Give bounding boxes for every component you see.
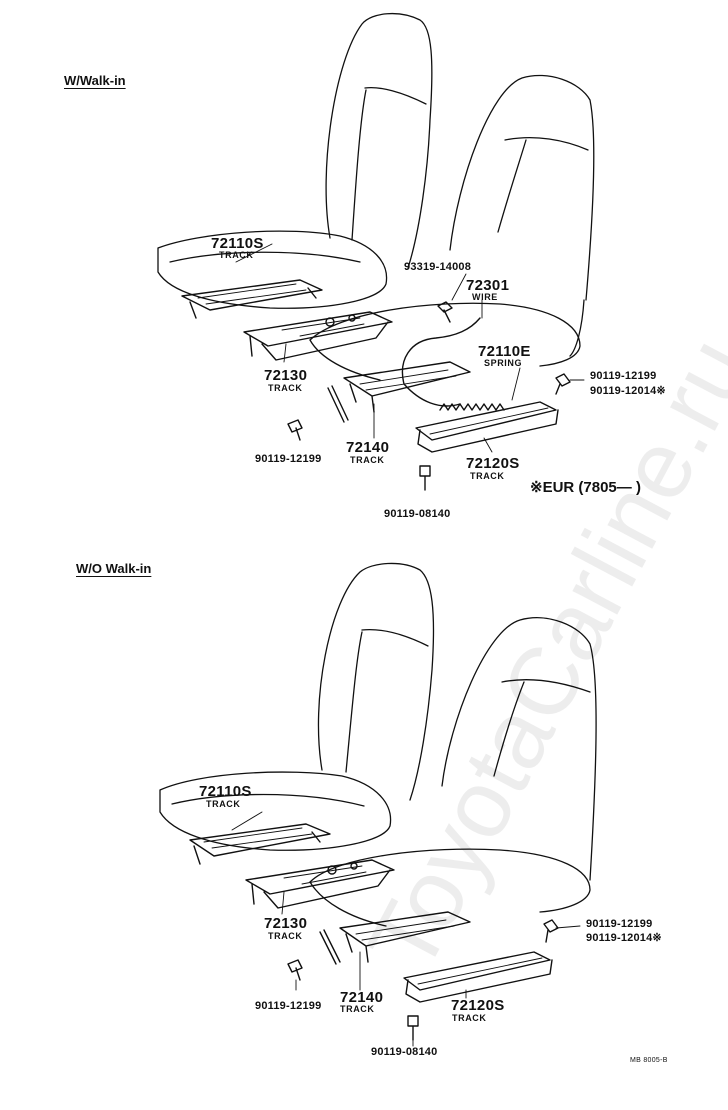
top-front-seat-cushion: [157, 230, 388, 309]
label-top-72110s-desc: TRACK: [219, 250, 254, 260]
top-front-seat-back: [325, 12, 433, 269]
bottom-track-72120s: [403, 951, 553, 1003]
top-front-seat-back-seam2: [351, 89, 367, 241]
label-top-72301-desc: WIRE: [472, 292, 498, 302]
label-bottom-90119-12199-left: 90119-12199: [255, 1000, 322, 1012]
top-track-72120s: [415, 401, 559, 453]
top-spring-72110e: [439, 403, 505, 411]
label-top-72120s-desc: TRACK: [470, 471, 505, 481]
bottom-track-72130: [245, 859, 395, 909]
bottom-front-seat-back-seam: [361, 628, 429, 647]
top-front-seat-back-seam: [364, 86, 427, 105]
top-bolt-bottom: [419, 465, 431, 491]
label-bottom-72130-desc: TRACK: [268, 931, 303, 941]
label-top-72110e-desc: SPRING: [484, 358, 523, 368]
bottom-track-72140: [339, 911, 471, 963]
label-top-72140-desc: TRACK: [350, 455, 385, 465]
bottom-bolt-right: [543, 919, 559, 943]
bottom-bolt-left: [287, 959, 303, 981]
bottom-bolt-bottom: [407, 1015, 419, 1041]
label-top-90119-12199-right: 90119-12199: [590, 370, 657, 382]
note-eur: ※EUR (7805— ): [530, 479, 641, 496]
label-bottom-72140-desc: TRACK: [340, 1004, 375, 1014]
top-track-72130: [243, 311, 393, 361]
label-top-72301: 72301: [466, 277, 510, 294]
bottom-front-seat-back: [317, 562, 435, 801]
top-rear-seat-back-seam2: [497, 139, 527, 233]
label-top-72130: 72130: [264, 367, 308, 384]
top-wire-72301: [401, 317, 481, 407]
top-bolt-left: [287, 419, 303, 441]
bottom-bolt-slant: [319, 929, 341, 965]
top-front-cushion-seam: [169, 251, 361, 263]
label-bottom-72110s: 72110S: [199, 783, 252, 800]
top-track-72110s: [181, 279, 323, 319]
label-bottom-72140: 72140: [340, 989, 384, 1006]
top-bolt-93319: [437, 301, 453, 323]
label-top-72130-desc: TRACK: [268, 383, 303, 393]
section-title-with-walk-in: W/Walk-in: [64, 73, 126, 88]
label-top-90119-08140: 90119-08140: [384, 508, 451, 520]
label-top-93319-14008: 93319-14008: [404, 261, 472, 273]
section-title-without-walk-in: W/O Walk-in: [76, 561, 152, 576]
label-bottom-72130: 72130: [264, 915, 308, 932]
top-rear-seat: [309, 74, 595, 381]
label-top-90119-12199-left: 90119-12199: [255, 453, 322, 465]
bottom-leaders: [231, 811, 581, 1047]
bottom-rear-seat-back-seam2: [493, 681, 525, 777]
top-rear-seat-back: [449, 74, 595, 301]
top-bolt-right: [555, 373, 571, 395]
bottom-rear-seat: [309, 617, 597, 927]
reference-code: MB 8005-B: [630, 1057, 668, 1064]
bottom-rear-cushion-front: [309, 881, 387, 927]
bottom-rear-seat-back-seam: [501, 678, 591, 693]
bottom-front-seat-back-seam2: [345, 631, 363, 773]
label-top-72120s: 72120S: [466, 455, 520, 472]
bottom-front-cushion-seam: [171, 793, 365, 807]
bottom-front-seat: [159, 562, 435, 851]
label-bottom-72120s-desc: TRACK: [452, 1013, 487, 1023]
bottom-rear-seat-back: [441, 617, 597, 881]
bottom-tracks: [189, 823, 559, 1041]
label-bottom-72110s-desc: TRACK: [206, 799, 241, 809]
top-bolt-slant: [327, 385, 349, 423]
label-bottom-90119-08140: 90119-08140: [371, 1046, 438, 1058]
label-bottom-90119-12014: 90119-12014※: [586, 932, 662, 944]
top-rear-seat-cushion: [309, 302, 581, 367]
bottom-track-72110s: [189, 823, 331, 865]
top-rear-seat-back-seam: [504, 136, 589, 151]
top-leaders: [235, 243, 585, 453]
label-top-72110s: 72110S: [211, 235, 264, 252]
bottom-rear-seat-cushion: [309, 848, 591, 913]
label-top-90119-12014: 90119-12014※: [590, 385, 666, 397]
top-front-seat: [157, 12, 433, 309]
bottom-front-seat-cushion: [159, 771, 392, 851]
label-bottom-90119-12199-right: 90119-12199: [586, 918, 653, 930]
label-top-72110e: 72110E: [478, 343, 531, 360]
top-rear-cushion-front: [309, 339, 381, 381]
label-bottom-72120s: 72120S: [451, 997, 505, 1014]
top-tracks: [181, 279, 571, 491]
label-top-72140: 72140: [346, 439, 390, 456]
